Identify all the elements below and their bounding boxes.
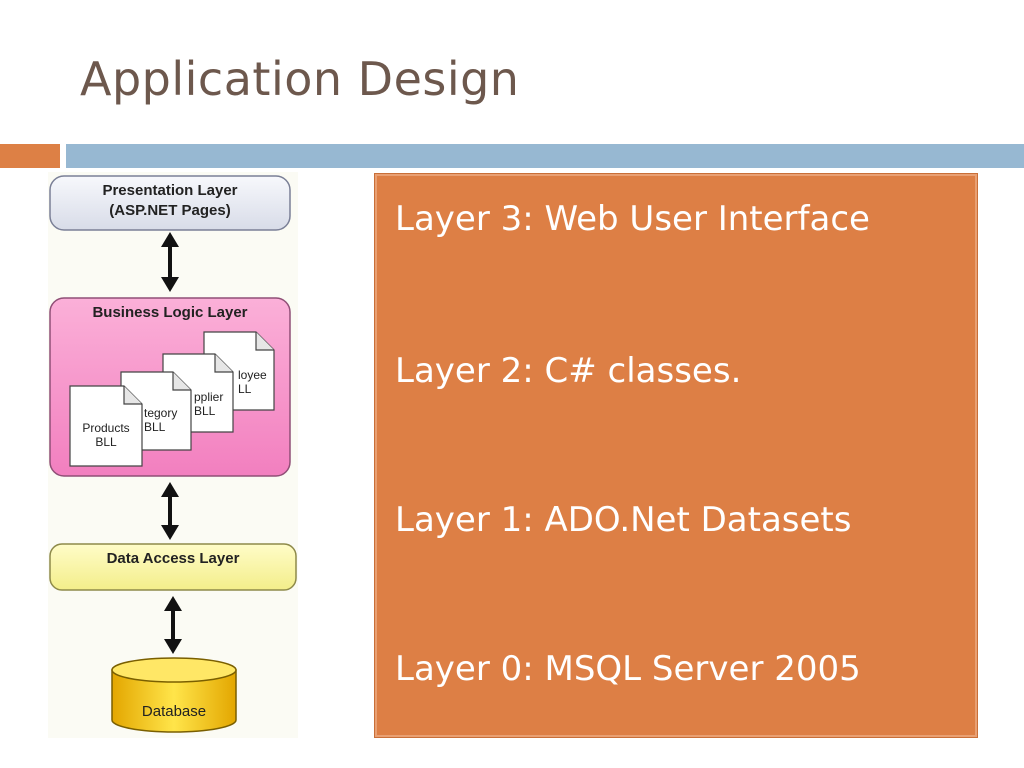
presentation-layer-box xyxy=(49,175,291,231)
business-logic-layer-label: Business Logic Layer xyxy=(92,304,248,321)
slide-title: Application Design xyxy=(80,52,520,106)
document-employee-line2: LL xyxy=(238,382,252,396)
data-access-layer-label: Data Access Layer xyxy=(106,550,240,567)
layer-2-text: Layer 2: C# classes. xyxy=(395,351,742,391)
document-employee-line1: loyee xyxy=(238,368,267,382)
document-supplier-line1: pplier xyxy=(194,390,224,404)
document-products-line1: Products xyxy=(82,421,130,435)
arrow-presentation-business xyxy=(161,232,179,292)
document-category-line2: BLL xyxy=(144,420,166,434)
data-access-layer-box xyxy=(49,543,297,591)
document-supplier-line2: BLL xyxy=(194,404,216,418)
layer-0-text: Layer 0: MSQL Server 2005 xyxy=(395,649,861,689)
presentation-layer-subtitle: (ASP.NET Pages) xyxy=(109,202,231,219)
database-label: Database xyxy=(141,703,207,720)
document-category-line1: tegory xyxy=(144,406,178,420)
document-products-bll xyxy=(69,385,143,467)
document-employee-label: loyee LL xyxy=(238,368,274,396)
diagram-graphics xyxy=(48,172,298,738)
layer-1-text: Layer 1: ADO.Net Datasets xyxy=(395,500,852,540)
accent-bar-blue xyxy=(66,144,1024,168)
arrow-dataaccess-database xyxy=(164,596,182,654)
layer-3-text: Layer 3: Web User Interface xyxy=(395,199,870,239)
architecture-diagram: Presentation Layer (ASP.NET Pages) Busin… xyxy=(48,172,298,738)
document-supplier-label: pplier BLL xyxy=(194,390,232,418)
database-cylinder xyxy=(111,657,237,733)
document-products-line2: BLL xyxy=(95,435,117,449)
presentation-layer-label: Presentation Layer (ASP.NET Pages) xyxy=(50,181,290,221)
layers-panel: Layer 3: Web User Interface Layer 2: C# … xyxy=(374,173,978,738)
document-category-label: tegory BLL xyxy=(144,406,190,434)
presentation-layer-title: Presentation Layer xyxy=(102,182,238,199)
accent-bar-orange xyxy=(0,144,60,168)
document-products-label: Products BLL xyxy=(72,421,140,449)
arrow-business-dataaccess xyxy=(161,482,179,540)
